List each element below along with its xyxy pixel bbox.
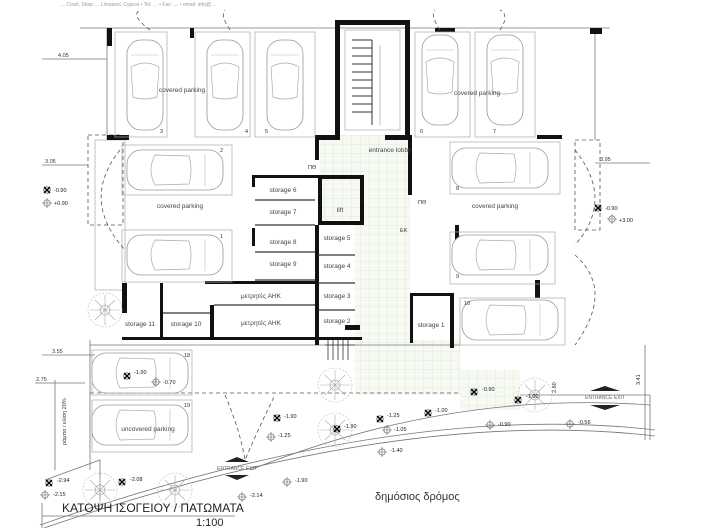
- dimension-label: 3.05: [45, 159, 56, 165]
- ramp-label: ράμπα / κλίση 20%: [61, 398, 68, 445]
- storage-5: storage 5: [323, 235, 350, 242]
- label-entrance-lobby: entrance lobby: [369, 147, 412, 154]
- storage-1: storage 1: [417, 322, 444, 329]
- entrance-steps: [325, 340, 355, 360]
- drawing-title: ΚΑΤΟΨΗ ΙΣΟΓΕΙΟΥ / ΠΑΤΩΜΑΤΑ: [62, 501, 244, 515]
- level-label: -1.00: [435, 408, 448, 414]
- storage-9: storage 9: [269, 261, 296, 268]
- level-label: +0.90: [54, 201, 68, 207]
- paving-right: [460, 370, 520, 410]
- parking-number: 6: [420, 129, 423, 135]
- label-uncovered-parking: uncovered parking: [121, 426, 175, 433]
- label-covered-parking-2: covered parking: [157, 203, 204, 210]
- parking-number: 4: [245, 129, 248, 135]
- level-label: -2.94: [57, 478, 70, 484]
- parking-numbers: 3 4 5 6 7 2 1 8 9 10 18 19: [160, 129, 496, 409]
- label-covered-parking-1: covered parking: [159, 87, 206, 94]
- level-label: -1.40: [390, 448, 403, 454]
- staircase: [344, 29, 401, 131]
- level-markers: -0.90 +0.90 -0.90 +3.00 -1.90 -0.70 -1.9…: [39, 186, 633, 503]
- storage-11: storage 11: [125, 321, 156, 328]
- storage-4: storage 4: [323, 263, 350, 270]
- level-label: -0.56: [578, 420, 591, 426]
- dimension-label: 4.05: [58, 53, 69, 59]
- parking-number: 8: [456, 186, 459, 192]
- parking-number: 18: [184, 353, 190, 359]
- storage-10: storage 10: [171, 321, 202, 328]
- parking-number: 9: [456, 274, 459, 280]
- parking-number: 19: [184, 403, 190, 409]
- label-pd-1: ΠΘ: [308, 165, 317, 171]
- swing-gates: [100, 9, 596, 462]
- storage-2: storage 2: [323, 318, 350, 325]
- storage-6: storage 6: [269, 187, 296, 194]
- label-pd-2: ΠΘ: [418, 200, 427, 206]
- dimension-label: ENTRANCE EXIT: [585, 395, 625, 401]
- dimension-label: 3.95: [600, 157, 611, 163]
- level-label: -1.25: [387, 413, 400, 419]
- level-label: -2.08: [130, 477, 143, 483]
- dimension-lines: 4.05 3.05 3.95 3.55 2.75 3.41 2.60 ράμπα…: [35, 53, 650, 470]
- parking-number: 7: [493, 129, 496, 135]
- drawing-scale: 1:100: [196, 517, 224, 528]
- label-covered-parking-3: covered parking: [454, 90, 501, 97]
- parking-number: 1: [220, 234, 223, 240]
- parking-number: 5: [265, 129, 268, 135]
- label-covered-parking-4: covered parking: [472, 203, 519, 210]
- outline: [39, 27, 656, 528]
- level-label: -1.90: [295, 478, 308, 484]
- walkway-floor: [355, 220, 410, 340]
- storage-7: storage 7: [269, 209, 296, 216]
- level-label: -0.70: [163, 380, 176, 386]
- level-label: -1.00: [526, 394, 539, 400]
- level-label: -0.90: [605, 206, 618, 212]
- dimension-label: ENTRANCE EXIT: [217, 466, 257, 472]
- level-label: -2.14: [250, 493, 263, 499]
- meters-room-1: μετρητές ΑΗΚ: [241, 292, 282, 300]
- entrance-exit-left: ENTRANCE EXIT: [217, 457, 257, 480]
- level-label: -1.90: [134, 370, 147, 376]
- level-label: -0.90: [482, 387, 495, 393]
- street-label: δημόσιος δρόμος: [375, 491, 460, 503]
- header-contact: … Court, Shop … Limassol, Cyprus • Tel: …: [60, 2, 216, 8]
- entrance-exit-right: ENTRANCE EXIT: [585, 386, 625, 410]
- parking-number: 2: [220, 148, 223, 154]
- dimension-label: 3.41: [636, 374, 642, 385]
- level-label: -1.25: [278, 433, 291, 439]
- level-label: -1.90: [284, 414, 297, 420]
- room-labels: covered parking covered parking covered …: [121, 87, 518, 433]
- label-ek: ΕΚ: [400, 228, 408, 234]
- parking-number: 3: [160, 129, 163, 135]
- entrance-paving: [355, 340, 460, 395]
- dimension-label: 2.60: [552, 382, 558, 393]
- meters-room-2: μετρητές ΑΗΚ: [241, 319, 282, 327]
- dimension-label: 2.75: [36, 377, 47, 383]
- dimension-label: 3.55: [52, 349, 63, 355]
- level-label: -0.90: [498, 422, 511, 428]
- storage-3: storage 3: [323, 293, 350, 300]
- level-label: -1.90: [344, 424, 357, 430]
- level-label: -1.05: [394, 427, 407, 433]
- level-label: -0.90: [54, 188, 67, 194]
- level-label: -2.15: [53, 492, 66, 498]
- storage-partitions: [163, 199, 355, 314]
- level-label: +3.00: [619, 218, 633, 224]
- parking-number: 10: [464, 301, 470, 307]
- label-lift: lift: [337, 207, 344, 214]
- parking-bays: [91, 31, 566, 453]
- storage-8: storage 8: [269, 239, 296, 246]
